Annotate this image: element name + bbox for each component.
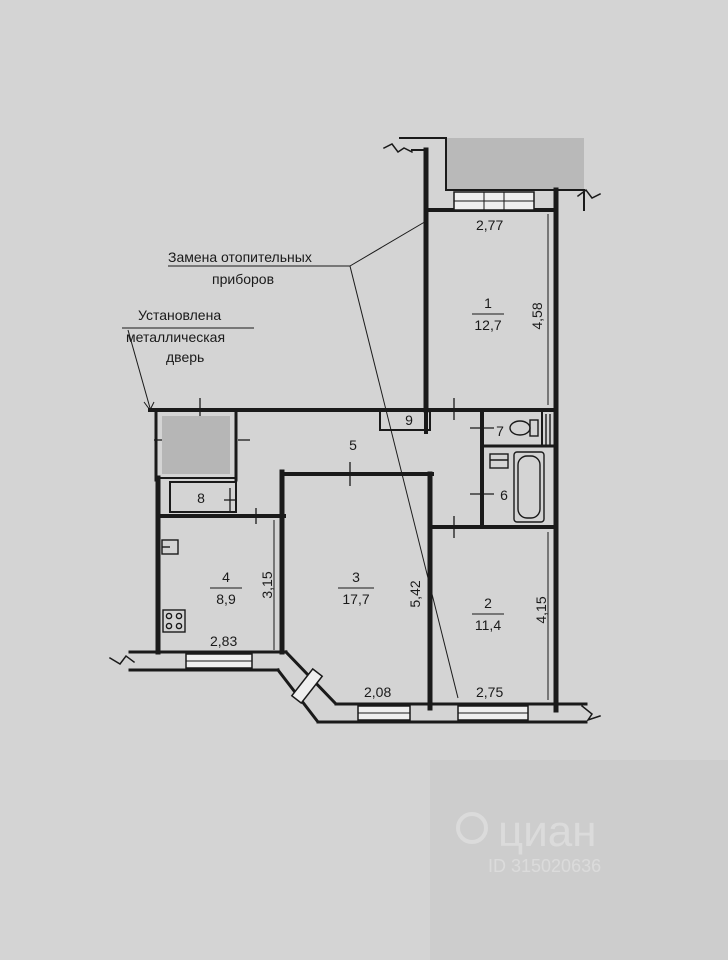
stove (162, 609, 186, 633)
dimension-labels: 2,77 4,58 4,15 2,75 5,42 2,08 3,15 2,83 (210, 217, 549, 700)
room6-number: 6 (500, 487, 508, 503)
balcony-outline (399, 137, 585, 211)
paper-shade (430, 760, 728, 960)
dim-room2-width: 2,75 (476, 684, 503, 700)
dim-room4-length: 3,15 (259, 571, 275, 598)
heating-note-line2: приборов (212, 271, 274, 287)
room9-outline (379, 409, 431, 431)
dim-room1-width: 2,77 (476, 217, 503, 233)
balcony-shadow (446, 138, 584, 190)
door-note-line2: металлическая (126, 329, 225, 345)
room8-number: 8 (197, 490, 205, 506)
balcony-break-right (576, 188, 602, 199)
room1-number: 1 (484, 295, 492, 311)
door-note-line1: Установлена (138, 307, 221, 323)
windows (185, 191, 535, 721)
metal-door (162, 416, 230, 474)
room1-area: 12,7 (474, 317, 501, 333)
bathtub (513, 451, 545, 523)
room2-number: 2 (484, 595, 492, 611)
room8-outline (169, 481, 237, 513)
room4-number: 4 (222, 569, 230, 585)
room2-area: 11,4 (475, 617, 501, 633)
room3-area: 17,7 (342, 591, 369, 607)
leader-lines (122, 219, 459, 699)
watermark: циан ID 315020636 (456, 807, 601, 876)
fixtures (161, 414, 551, 633)
walls (108, 137, 602, 724)
balcony-break-top (382, 143, 414, 154)
room3-number: 3 (352, 569, 360, 585)
room9-number: 9 (405, 412, 413, 428)
watermark-brand: циан (498, 807, 597, 856)
watermark-id: ID 315020636 (488, 856, 601, 876)
bathroom-sink (489, 453, 509, 469)
dimension-lines (273, 214, 549, 700)
watermark-logo-icon (456, 812, 488, 844)
dim-room4-width: 2,83 (210, 633, 237, 649)
dim-room3-length: 5,42 (407, 580, 423, 607)
dim-room1-length: 4,58 (529, 302, 545, 329)
door-note-line3: дверь (166, 349, 204, 365)
dim-room3-width: 2,08 (364, 684, 391, 700)
room7-number: 7 (496, 423, 504, 439)
window-bay (290, 667, 324, 705)
room5-number: 5 (349, 437, 357, 453)
bottom-left-break (108, 654, 136, 665)
annotations: Замена отопительных приборов Установлена… (126, 249, 312, 365)
room-labels: 1 12,7 2 11,4 3 17,7 4 8,9 5 6 7 8 9 (197, 295, 508, 633)
room4-area: 8,9 (216, 591, 236, 607)
heating-note-line1: Замена отопительных (168, 249, 312, 265)
dim-room2-length: 4,15 (533, 596, 549, 623)
bottom-right-break (580, 704, 601, 722)
